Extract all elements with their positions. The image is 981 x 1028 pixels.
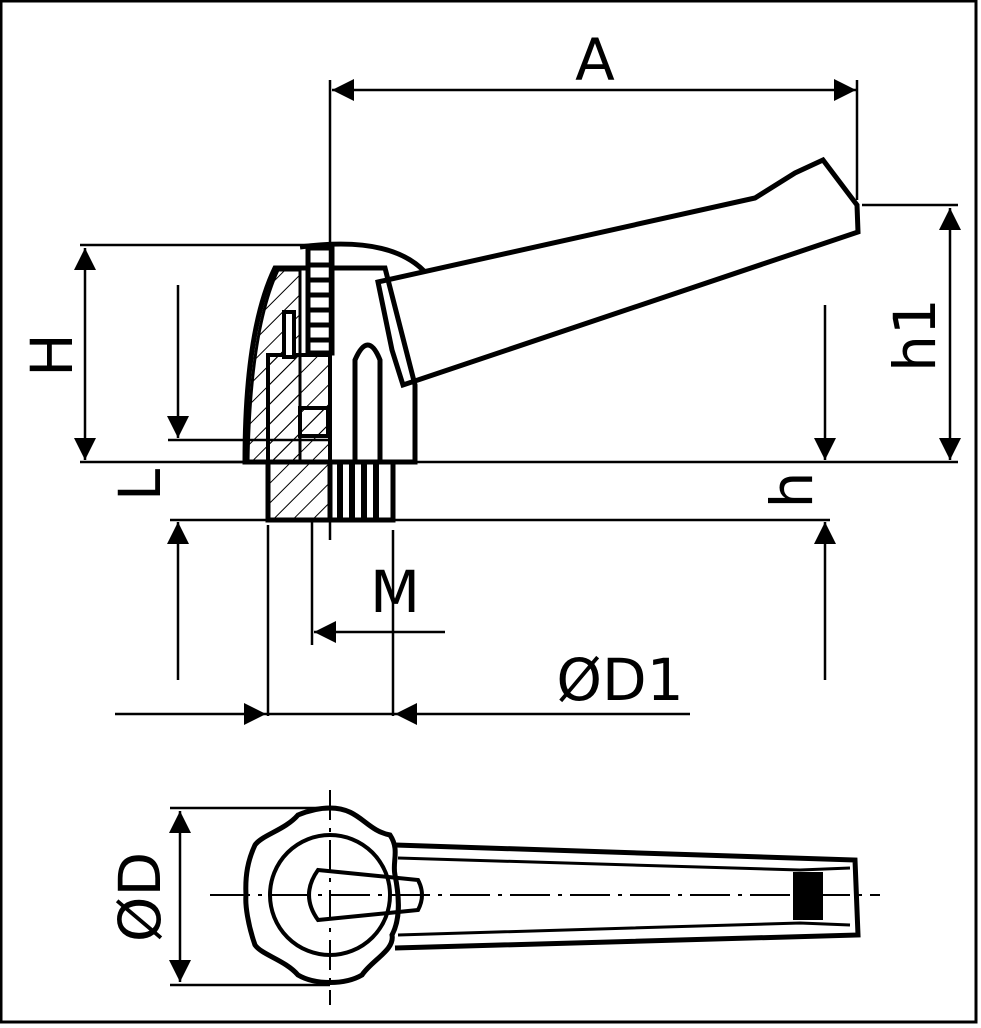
label-D: ØD [106,852,174,942]
extension-lines [80,80,958,716]
label-H: H [18,333,86,377]
label-h: h [758,472,826,509]
dimension-A: A [332,26,856,101]
label-M: M [370,558,420,626]
label-h1: h1 [881,298,949,372]
dimension-h: h [758,305,836,680]
dimension-L: L [106,285,189,680]
dimension-M: M [314,558,445,643]
dimension-h1: h1 [881,208,961,460]
top-view [170,790,880,1005]
label-A: A [575,26,615,94]
dimension-D1: ØD1 [115,646,690,725]
label-L: L [106,469,174,501]
dimension-D: ØD [106,811,191,982]
dimension-H: H [18,248,97,460]
knob-section [242,245,418,523]
label-D1: ØD1 [556,646,683,714]
